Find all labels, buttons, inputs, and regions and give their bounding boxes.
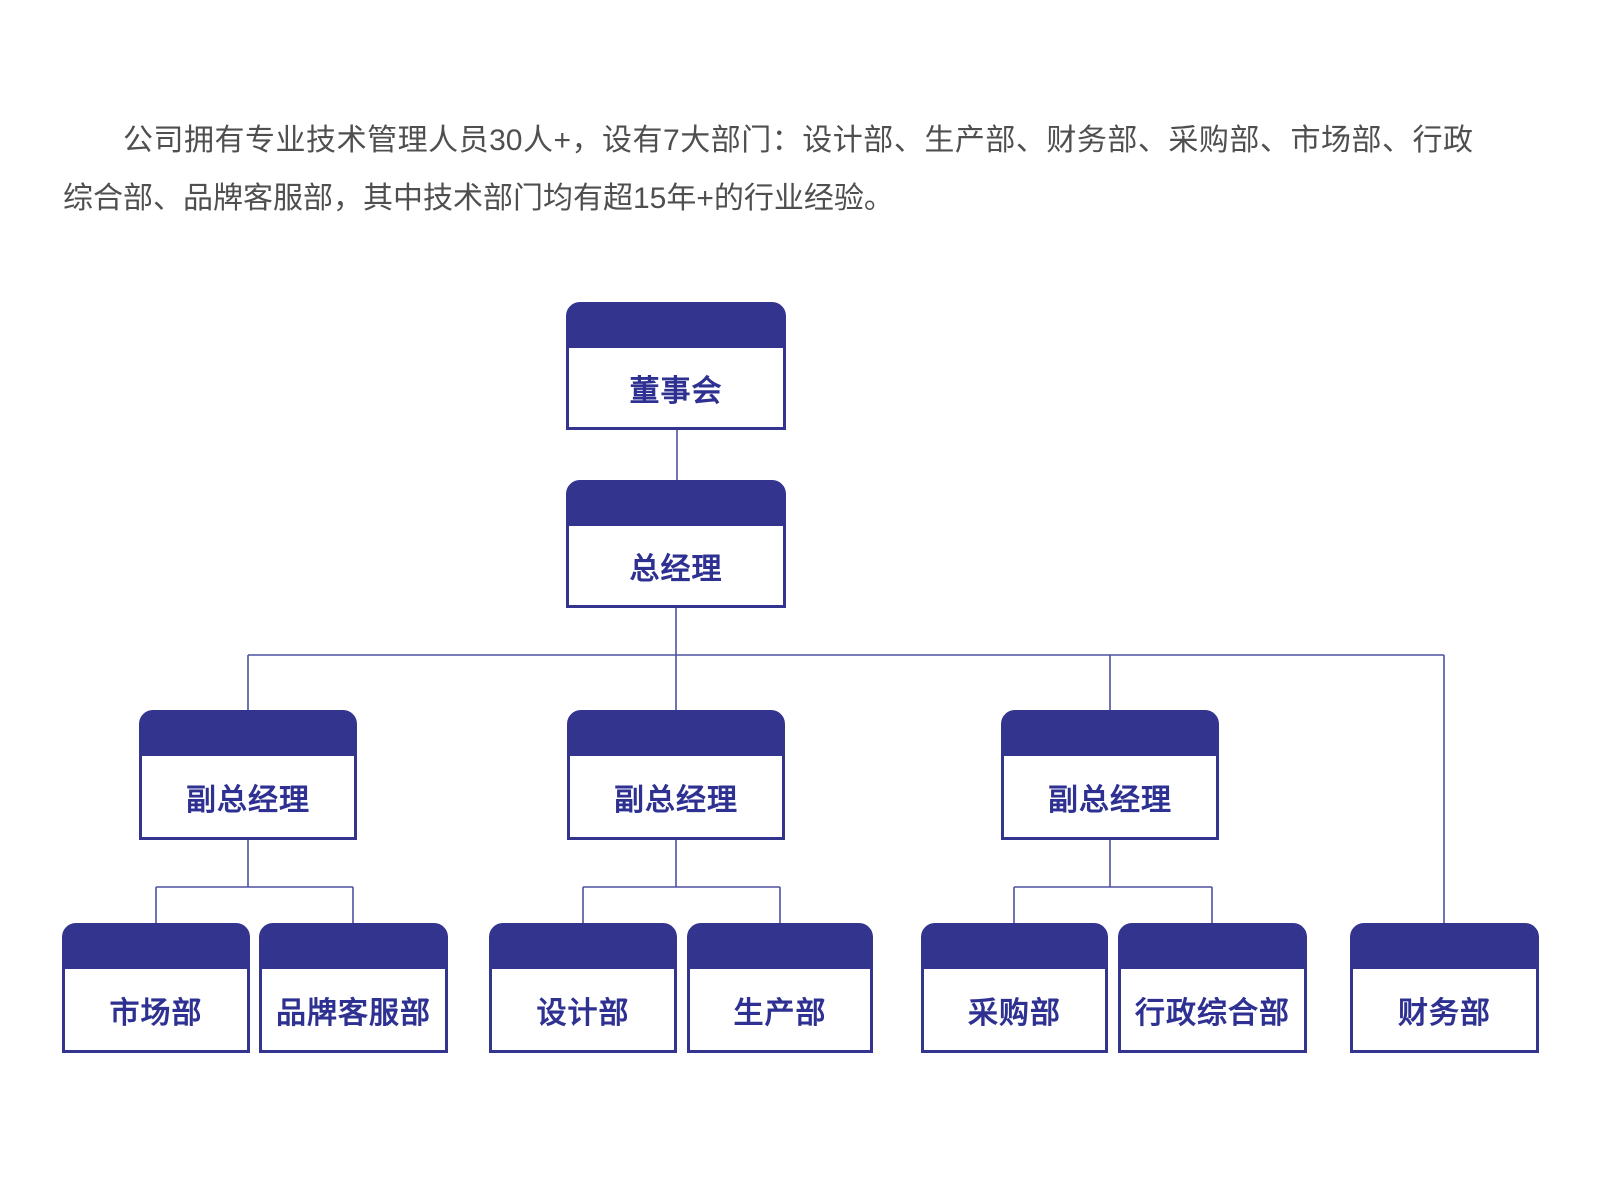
org-node-deputy-gm-3-label: 副总经理 [1048, 783, 1172, 817]
org-node-deputy-gm-2-label: 副总经理 [614, 783, 738, 817]
connector-deputy1-to-depts [155, 840, 354, 923]
org-node-production-dept-label: 生产部 [733, 996, 827, 1030]
org-node-deputy-gm-2: 副总经理 [567, 710, 785, 840]
org-node-admin-dept-label: 行政综合部 [1135, 996, 1290, 1030]
org-node-deputy-gm-3-header [1004, 713, 1216, 756]
org-node-brand-service-dept-header [262, 926, 445, 969]
org-node-deputy-gm-3: 副总经理 [1001, 710, 1219, 840]
org-node-deputy-gm-2-header [570, 713, 782, 756]
org-node-finance-dept-label: 财务部 [1398, 996, 1491, 1030]
org-node-brand-service-dept-label: 品牌客服部 [276, 996, 431, 1030]
org-node-marketing-dept-header [65, 926, 247, 969]
org-node-purchasing-dept: 采购部 [921, 923, 1108, 1053]
org-node-design-dept-label: 设计部 [536, 996, 630, 1030]
connector-gm-to-children [247, 608, 1445, 923]
connector-deputy2-to-depts [582, 840, 781, 923]
org-node-admin-dept: 行政综合部 [1118, 923, 1307, 1053]
org-node-board-label: 董事会 [629, 374, 723, 408]
org-node-marketing-dept: 市场部 [62, 923, 250, 1053]
org-node-deputy-gm-1-label: 副总经理 [186, 783, 310, 817]
org-node-deputy-gm-1: 副总经理 [139, 710, 357, 840]
org-node-board: 董事会 [566, 302, 786, 430]
org-node-design-dept-header [492, 926, 674, 969]
org-node-finance-dept: 财务部 [1350, 923, 1539, 1053]
org-node-general-manager: 总经理 [566, 480, 786, 608]
org-node-production-dept-header [690, 926, 870, 969]
org-node-purchasing-dept-label: 采购部 [968, 996, 1061, 1030]
org-node-general-manager-label: 总经理 [629, 552, 723, 586]
org-node-finance-dept-header [1353, 926, 1536, 969]
org-node-purchasing-dept-header [924, 926, 1105, 969]
intro-paragraph: 公司拥有专业技术管理人员30人+，设有7大部门：设计部、生产部、财务部、采购部、… [63, 124, 1473, 215]
org-node-general-manager-header [569, 483, 783, 526]
org-node-deputy-gm-1-header [142, 713, 354, 756]
connector-deputy3-to-depts [1013, 840, 1213, 923]
org-node-brand-service-dept: 品牌客服部 [259, 923, 448, 1053]
org-node-admin-dept-header [1121, 926, 1304, 969]
org-node-marketing-dept-label: 市场部 [109, 996, 203, 1030]
org-node-production-dept: 生产部 [687, 923, 873, 1053]
org-node-board-header [569, 305, 783, 348]
org-node-design-dept: 设计部 [489, 923, 677, 1053]
